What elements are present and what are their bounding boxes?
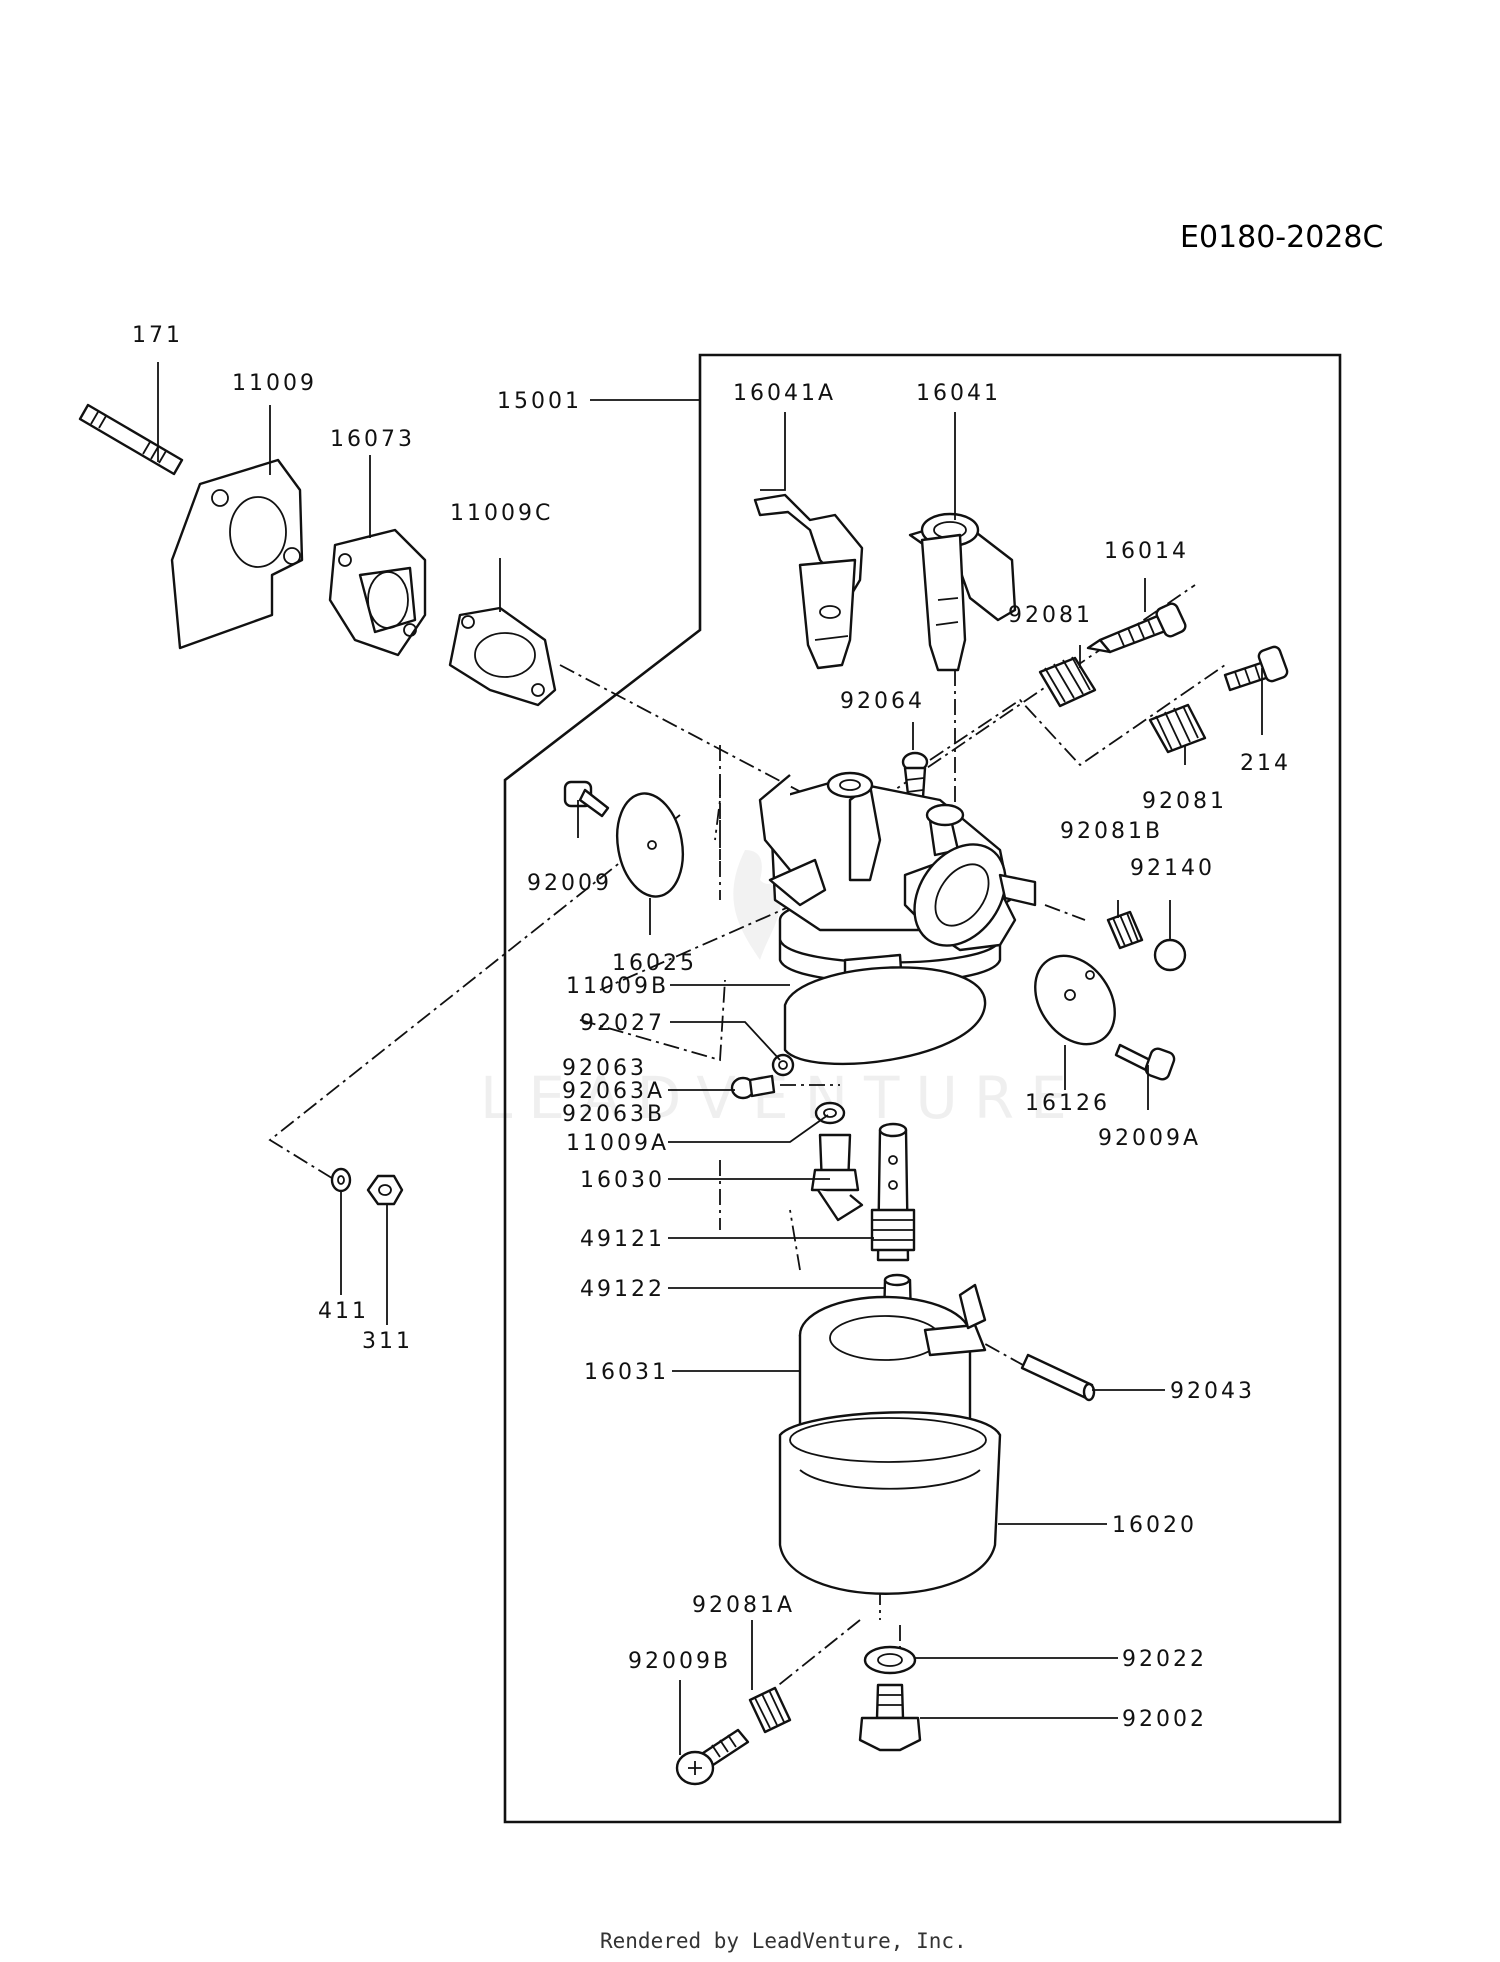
callout-92043: 92043 xyxy=(1170,1379,1255,1404)
part-49121-nozzle xyxy=(870,1122,916,1262)
callout-92081-mid: 92081 xyxy=(1142,789,1227,814)
part-92081b-spring xyxy=(1106,910,1144,950)
callout-92064: 92064 xyxy=(840,689,925,714)
part-16041a-choke-shaft xyxy=(753,493,864,670)
part-92022-washer xyxy=(863,1645,917,1675)
callout-16126: 16126 xyxy=(1025,1091,1110,1116)
part-214-throttle-screw xyxy=(1223,645,1289,692)
callout-92081a: 92081A xyxy=(692,1593,795,1618)
callout-16025: 16025 xyxy=(612,951,697,976)
callout-171: 171 xyxy=(132,323,183,348)
callout-92081-top: 92081 xyxy=(1008,603,1093,628)
render-credit: Rendered by LeadVenture, Inc. xyxy=(600,1929,967,1953)
part-92009-screw xyxy=(563,780,610,818)
callout-49121: 49121 xyxy=(580,1227,665,1252)
callouts: 171 11009 16073 11009C 15001 16041A 1604… xyxy=(132,323,1291,1732)
callout-92009: 92009 xyxy=(527,871,612,896)
callout-92063: 92063 xyxy=(562,1056,647,1081)
part-92002-bolt xyxy=(858,1683,922,1752)
watermark-text: LEADVENTURE xyxy=(480,1064,1083,1132)
part-311-nut xyxy=(366,1174,404,1206)
part-92063-screw xyxy=(730,1074,776,1100)
part-411-washer xyxy=(330,1167,352,1193)
part-92043-pin xyxy=(1020,1353,1096,1402)
callout-92063a: 92063A xyxy=(562,1079,665,1104)
part-16073-insulator xyxy=(328,528,427,657)
part-16126-plate xyxy=(1034,954,1116,1046)
callout-92009a: 92009A xyxy=(1098,1126,1201,1151)
assembly-frame xyxy=(503,353,1342,1824)
callout-16041a: 16041A xyxy=(733,381,836,406)
callout-411: 411 xyxy=(318,1299,369,1324)
callout-92063b: 92063B xyxy=(562,1102,665,1127)
part-92081-spring-mid xyxy=(1148,703,1207,754)
part-92027-washer xyxy=(771,1053,795,1077)
part-11009b-gasket xyxy=(783,966,987,1066)
callout-16073: 16073 xyxy=(330,427,415,452)
callout-92027: 92027 xyxy=(580,1011,665,1036)
part-92009a-screw xyxy=(1114,1043,1176,1081)
callout-11009c: 11009C xyxy=(450,501,553,526)
callout-11009a: 11009A xyxy=(566,1131,669,1156)
part-16041-throttle-shaft xyxy=(908,512,1017,672)
callout-16014: 16014 xyxy=(1104,539,1189,564)
part-92081-spring-top xyxy=(1038,656,1097,708)
diagram-code: E0180-2028C xyxy=(1180,220,1383,255)
part-171-stud xyxy=(78,403,184,476)
callout-11009b: 11009B xyxy=(566,974,669,999)
part-16020-float-bowl xyxy=(778,1411,1002,1595)
part-92009b-screw xyxy=(675,1728,750,1786)
part-11009c-gasket xyxy=(448,606,557,707)
callout-16030: 16030 xyxy=(580,1168,665,1193)
callout-92002: 92002 xyxy=(1122,1707,1207,1732)
callout-92140: 92140 xyxy=(1130,856,1215,881)
part-92081a-spring xyxy=(748,1686,792,1734)
callout-11009: 11009 xyxy=(232,371,317,396)
callout-311: 311 xyxy=(362,1329,413,1354)
callout-15001: 15001 xyxy=(497,389,582,414)
part-16014-pilot-screw xyxy=(1086,602,1187,654)
callout-49122: 49122 xyxy=(580,1277,665,1302)
callout-16020: 16020 xyxy=(1112,1513,1197,1538)
callout-16041: 16041 xyxy=(916,381,1001,406)
callout-92009b: 92009B xyxy=(628,1649,731,1674)
part-16030-needle-valve xyxy=(810,1133,864,1222)
callout-16031: 16031 xyxy=(584,1360,669,1385)
part-11009-gasket xyxy=(170,458,304,650)
callout-214: 214 xyxy=(1240,751,1291,776)
part-92140-ball xyxy=(1153,938,1187,972)
part-16025-diaphragm xyxy=(616,792,684,898)
leader-lines xyxy=(157,362,1263,1755)
callout-92022: 92022 xyxy=(1122,1647,1207,1672)
callout-92081b: 92081B xyxy=(1060,819,1163,844)
